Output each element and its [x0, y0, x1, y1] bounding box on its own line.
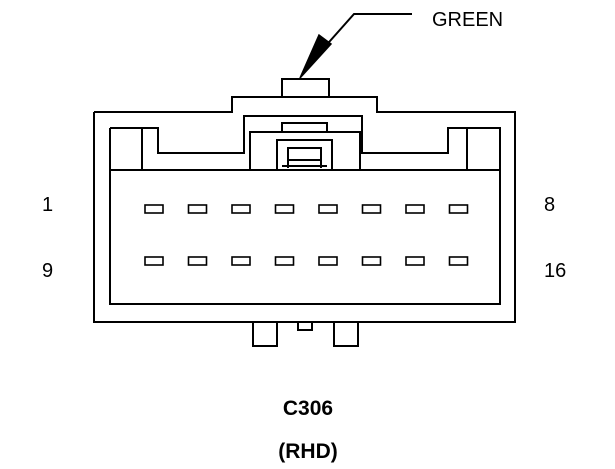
pin-label-8: 8	[544, 194, 555, 216]
pin-cavity-1	[144, 204, 164, 214]
pin-cavity-14	[361, 256, 382, 266]
pin-cavity-8	[448, 204, 469, 214]
pin-cavity-3	[231, 204, 251, 214]
pin-row-2	[144, 256, 469, 266]
pin-cavity-10	[187, 256, 208, 266]
pin-label-9: 9	[42, 260, 53, 282]
pin-cavity-9	[144, 256, 164, 266]
callout-label: GREEN	[432, 9, 503, 31]
pin-cavity-12	[274, 256, 295, 266]
pin-label-16: 16	[544, 260, 566, 282]
pin-cavity-16	[448, 256, 469, 266]
pin-cavity-5	[318, 204, 338, 214]
connector-variant: (RHD)	[278, 440, 337, 463]
pin-label-1: 1	[42, 194, 53, 216]
pin-cavity-11	[231, 256, 251, 266]
connector-id: C306	[283, 397, 333, 420]
callout-arrow	[299, 13, 412, 79]
pin-cavity-7	[405, 204, 425, 214]
pin-cavity-13	[318, 256, 338, 266]
pin-row-1	[144, 204, 469, 214]
connector-housing	[93, 78, 516, 323]
pin-cavity-15	[405, 256, 425, 266]
pin-cavity-4	[274, 204, 295, 214]
connector-feet	[252, 321, 359, 347]
pin-cavity-6	[361, 204, 382, 214]
pin-cavity-2	[187, 204, 208, 214]
